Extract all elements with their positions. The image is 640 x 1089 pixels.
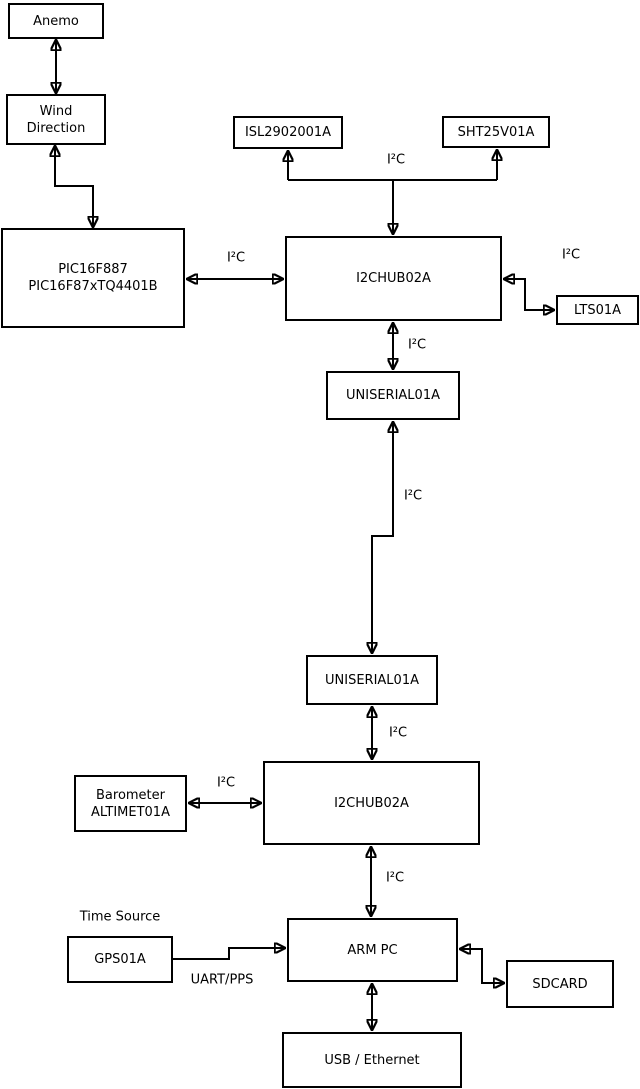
edge-label-time-source: Time Source bbox=[79, 909, 161, 925]
edge-label-i2c-hub1-lts: I²C bbox=[561, 247, 581, 263]
edge-label-i2c-uniserial-hub2: I²C bbox=[388, 725, 408, 741]
node-uniserial-bottom-label: UNISERIAL01A bbox=[325, 672, 419, 688]
edge-label-i2c-hub1-uniserial: I²C bbox=[407, 337, 427, 353]
node-i2c-hub-top: I2CHUB02A bbox=[285, 236, 502, 321]
node-gps: GPS01A bbox=[67, 936, 173, 983]
node-i2c-hub-bottom: I2CHUB02A bbox=[263, 761, 480, 845]
edge-label-i2c-uniserial-link: I²C bbox=[403, 488, 423, 504]
node-i2c-hub-top-label: I2CHUB02A bbox=[356, 271, 431, 286]
node-uniserial-top: UNISERIAL01A bbox=[326, 371, 460, 420]
edge-label-i2c-hub2-armpc: I²C bbox=[385, 870, 405, 886]
node-sht: SHT25V01A bbox=[442, 116, 550, 148]
node-uniserial-top-label: UNISERIAL01A bbox=[346, 388, 440, 403]
node-wind-direction-label-line2: Direction bbox=[26, 120, 86, 136]
node-wind-direction: Wind Direction bbox=[6, 94, 106, 145]
node-isl-label: ISL2902001A bbox=[244, 125, 332, 140]
node-isl: ISL2902001A bbox=[233, 116, 343, 149]
edge-label-i2c-barometer-hub2: I²C bbox=[216, 775, 236, 791]
edge-label-i2c-pic-hub1: I²C bbox=[226, 250, 246, 266]
node-pic-label-line1: PIC16F887 bbox=[58, 262, 128, 277]
node-barometer: Barometer ALTIMET01A bbox=[74, 775, 187, 832]
node-gps-label: GPS01A bbox=[94, 952, 146, 967]
node-pic-label-line2: PIC16F87xTQ4401B bbox=[28, 279, 158, 294]
node-anemo-label: Anemo bbox=[33, 13, 79, 29]
node-wind-direction-label-line1: Wind bbox=[39, 103, 73, 119]
connector-uniserial-top-uniserial-bottom bbox=[372, 423, 393, 652]
node-arm-pc: ARM PC bbox=[287, 918, 458, 982]
node-arm-pc-label: ARM PC bbox=[347, 942, 398, 958]
node-sht-label: SHT25V01A bbox=[457, 124, 535, 140]
node-anemo: Anemo bbox=[8, 3, 104, 39]
edge-label-i2c-sensorbus: I²C bbox=[386, 152, 406, 168]
connector-armpc-sdcard bbox=[461, 949, 503, 983]
node-barometer-label-line1: Barometer bbox=[96, 787, 165, 803]
node-i2c-hub-bottom-label: I2CHUB02A bbox=[334, 795, 409, 811]
node-lts-label: LTS01A bbox=[573, 302, 622, 318]
node-lts: LTS01A bbox=[556, 295, 639, 325]
connector-wind-pic bbox=[55, 147, 93, 226]
node-uniserial-bottom: UNISERIAL01A bbox=[306, 655, 438, 705]
node-pic: PIC16F887 PIC16F87xTQ4401B bbox=[1, 228, 185, 328]
node-usb-ethernet-label: USB / Ethernet bbox=[324, 1052, 420, 1068]
connector-hub1-lts bbox=[505, 279, 553, 310]
node-sdcard: SDCARD bbox=[506, 960, 614, 1008]
node-usb-ethernet: USB / Ethernet bbox=[282, 1032, 462, 1088]
edge-label-uart-pps: UART/PPS bbox=[190, 972, 254, 988]
node-sdcard-label: SDCARD bbox=[532, 976, 588, 992]
connector-gps-armpc bbox=[173, 948, 284, 960]
node-barometer-label-line2: ALTIMET01A bbox=[91, 804, 170, 820]
